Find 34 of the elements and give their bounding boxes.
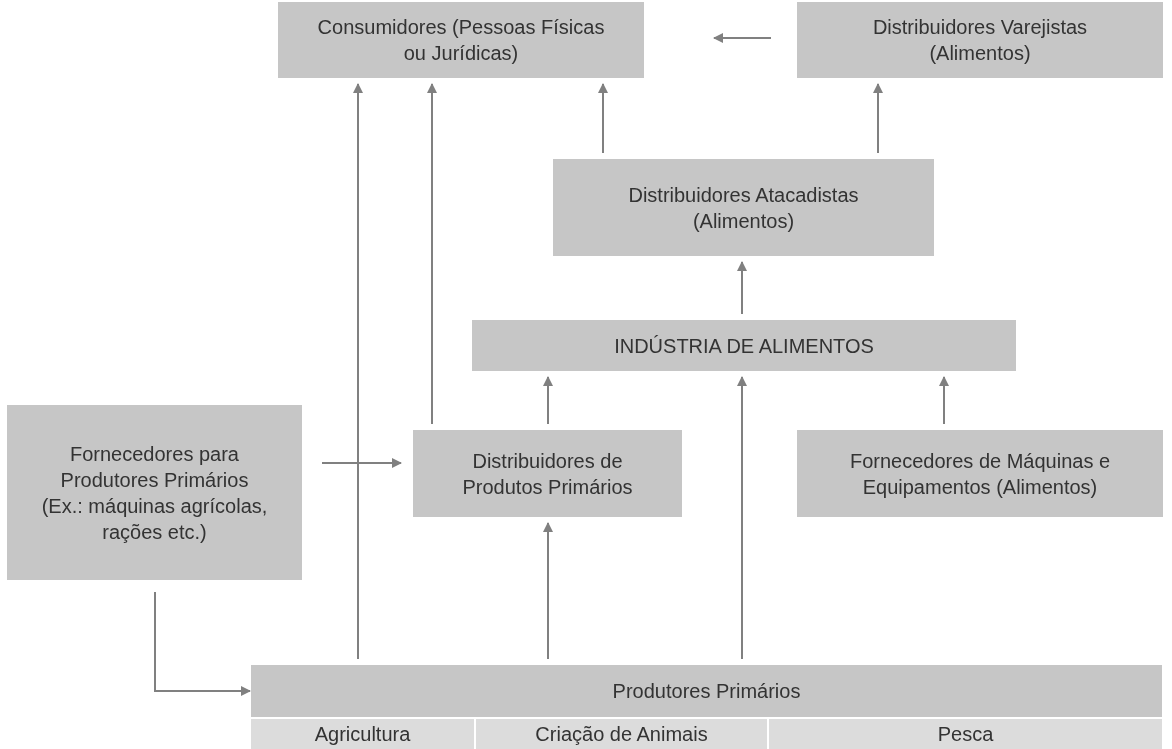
process-box [7,405,302,580]
arrow [427,83,437,425]
node-label: Consumidores (Pessoas Físicas ou Jurídicas) [316,15,606,66]
category-band [769,719,1162,749]
process-box [278,2,644,78]
node-label: Agricultura [314,722,411,747]
process-box [797,430,1163,517]
node-label: Fornecedores para Produtores Primários (Ex.: máquinas agrícolas, rações etc.) [40,441,269,545]
arrow [543,522,553,660]
arrow [321,458,402,468]
arrow [543,376,553,425]
node-label: INDÚSTRIA DE ALIMENTOS [614,333,874,359]
arrow [737,376,747,660]
category-band [251,719,474,749]
process-box [413,430,682,517]
node-label: Distribuidores Varejistas (Alimentos) [871,15,1089,66]
node-label: Criação de Animais [535,722,708,747]
category-band [476,719,767,749]
arrow [873,83,883,154]
arrow [737,261,747,315]
arrow [353,83,363,660]
process-box [472,320,1016,371]
node-label: Distribuidores de Produtos Primários [461,448,634,500]
node-label: Produtores Primários [612,679,801,704]
arrow [939,376,949,425]
process-box [797,2,1163,78]
process-box [251,665,1162,717]
node-label: Fornecedores de Máquinas e Equipamentos (Alimentos) [848,448,1112,500]
arrow [154,591,251,696]
process-box [553,159,934,256]
node-label: Pesca [937,722,994,747]
node-label: Distribuidores Atacadistas (Alimentos) [627,182,860,234]
arrow [713,33,772,43]
arrow [598,83,608,154]
